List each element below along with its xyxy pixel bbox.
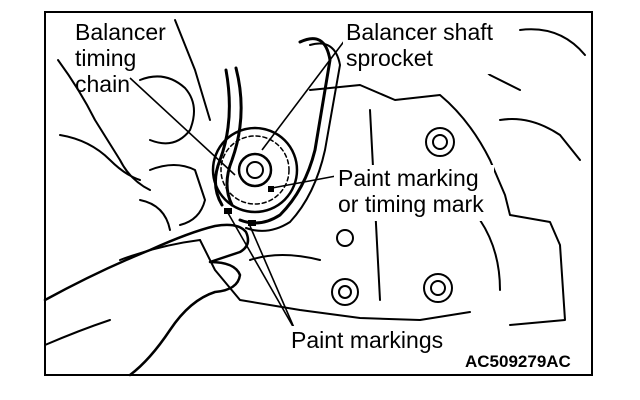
label-balancer-timing-chain-line-3: chain xyxy=(75,71,130,97)
label-paint-markings: Paint markings xyxy=(291,327,444,353)
housing-corner xyxy=(519,28,586,56)
leader-paint-markings-1 xyxy=(249,225,296,331)
leader-paint-markings-2 xyxy=(227,212,296,331)
label-paint-marking-line-2: or timing mark xyxy=(338,191,484,217)
label-balancer-shaft-sprocket-line-2: sprocket xyxy=(346,45,433,71)
label-bg-paint-markings xyxy=(288,326,460,354)
paint-mark-chain-1 xyxy=(224,208,232,214)
bolt-upper xyxy=(425,127,455,157)
bolt-lower-left xyxy=(331,278,359,306)
lower-block-rib xyxy=(249,254,321,261)
label-bg-sprocket xyxy=(343,20,505,74)
sprocket-hub xyxy=(237,152,273,188)
block-flange xyxy=(139,199,171,231)
bolt-lower-right-center xyxy=(430,280,446,296)
label-balancer-shaft-sprocket-line-1: Balancer shaft xyxy=(346,19,494,45)
lower-block-right xyxy=(479,219,501,291)
chain-right-strand-outer xyxy=(245,42,341,232)
housing-outline xyxy=(309,84,566,326)
leader-balancer-shaft-sprocket xyxy=(261,39,346,151)
label-balancer-timing-chain-line-1: Balancer xyxy=(75,19,166,45)
sprocket-outer xyxy=(211,126,299,214)
label-bg-paint-marking xyxy=(334,165,494,221)
block-rib xyxy=(174,19,211,121)
housing-right-detail xyxy=(499,118,581,161)
block-boss-top xyxy=(139,75,195,145)
label-balancer-shaft-sprocket: Balancer shaft sprocket xyxy=(346,19,493,71)
bolt-upper-center xyxy=(432,134,448,150)
label-paint-marking-or-timing-mark: Paint marking or timing mark xyxy=(338,165,484,217)
bolt-mid xyxy=(336,229,354,247)
label-balancer-timing-chain-line-2: timing xyxy=(75,45,137,71)
block-edge-lower xyxy=(59,134,141,181)
leader-paint-marking xyxy=(271,175,337,189)
lower-block-edge xyxy=(199,239,471,321)
block-boss-mid xyxy=(149,164,206,226)
block-edge-left xyxy=(57,59,151,191)
label-balancer-timing-chain: Balancer timing chain xyxy=(75,19,166,97)
leader-balancer-timing-chain xyxy=(129,77,236,176)
sprocket-teeth xyxy=(220,135,290,205)
bolt-lower-right xyxy=(423,273,453,303)
chain-left-strand xyxy=(214,68,231,207)
label-paint-marking-line-1: Paint marking xyxy=(338,165,479,191)
figure-code: AC509279AC xyxy=(465,352,571,371)
hand-finger-crease xyxy=(119,239,201,261)
sprocket-bolt xyxy=(246,161,264,179)
paint-mark-chain-2 xyxy=(248,220,256,226)
bolt-lower-left-center xyxy=(338,285,352,299)
hand-wrist xyxy=(44,319,111,346)
paint-mark-sprocket xyxy=(268,186,274,192)
